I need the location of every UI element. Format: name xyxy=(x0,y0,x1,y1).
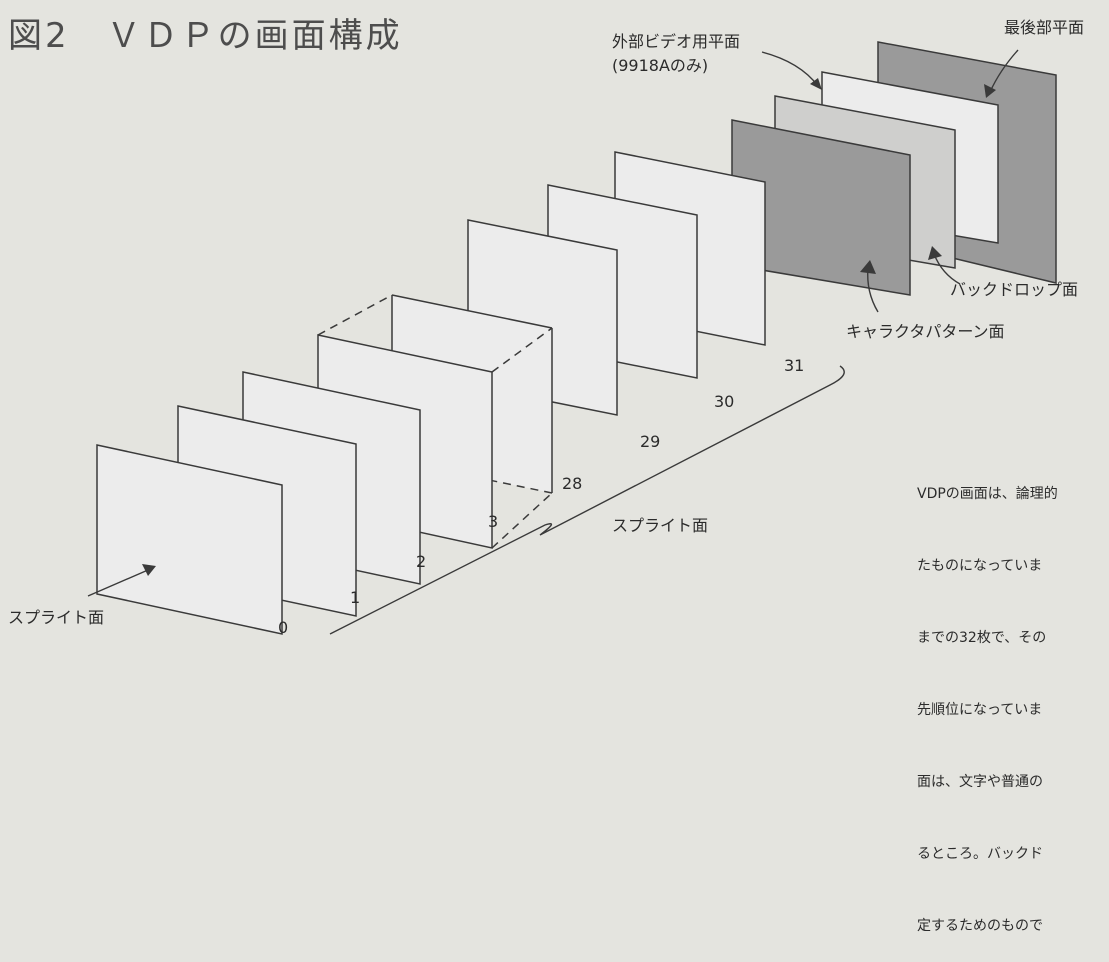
bracket-dash-top-left xyxy=(317,294,393,336)
plane-number-30: 30 xyxy=(714,392,735,411)
plane-number-2: 2 xyxy=(416,552,427,571)
plane-number-31: 31 xyxy=(784,356,805,375)
caption-line: 面は、文字や普通の xyxy=(917,774,1043,790)
external-video-label: 外部ビデオ用平面 xyxy=(612,32,741,51)
caption-line: 先順位になっていま xyxy=(917,702,1043,718)
bracket-dash-bottom-right xyxy=(491,492,553,549)
plane-number-29: 29 xyxy=(640,432,661,451)
vdp-plane-diagram xyxy=(87,41,1057,635)
character-pattern-label: キャラクタパターン面 xyxy=(846,322,1005,341)
plane-number-0: 0 xyxy=(278,618,289,637)
external-video-note: (9918Aのみ) xyxy=(612,56,709,75)
annotation-arrows xyxy=(87,49,1019,597)
sprite-group-label: スプライト面 xyxy=(612,516,709,535)
caption-line: 定するためのもので xyxy=(917,918,1043,934)
sprite-group-bracket xyxy=(329,365,845,635)
caption-line: たものになっていま xyxy=(917,558,1043,574)
sprite-plane-label: スプライト面 xyxy=(8,608,105,627)
backmost-label: 最後部平面 xyxy=(1004,18,1085,37)
caption-line: までの32枚で、その xyxy=(917,630,1047,646)
sprite-plane-arrow xyxy=(87,569,149,597)
backmost-arrowhead xyxy=(984,84,996,98)
plane-number-1: 1 xyxy=(350,588,361,607)
character-pattern-arrowhead xyxy=(860,260,876,274)
sprite-plane-arrowhead xyxy=(142,564,156,576)
backdrop-label: バックドロップ面 xyxy=(950,280,1079,299)
external-video-arrowhead xyxy=(810,78,822,90)
external-video-arrow xyxy=(761,51,819,87)
backdrop-arrowhead xyxy=(928,246,942,260)
plane-stack xyxy=(96,41,1057,635)
caption-line: VDPの画面は、論理的 xyxy=(917,486,1058,502)
bracket-dash-top-right xyxy=(491,327,553,373)
figure-title: 図2 ＶＤＰの画面構成 xyxy=(8,16,403,56)
plane-number-28: 28 xyxy=(562,474,583,493)
sprite-plane-0 xyxy=(96,444,283,635)
plane-number-3: 3 xyxy=(488,512,499,531)
caption-line: るところ。バックド xyxy=(917,846,1043,862)
caption-text: VDPの画面は、論理的 たものになっていま までの32枚で、その 先順位になって… xyxy=(917,434,1109,962)
plane-28-top-edge xyxy=(391,294,553,329)
